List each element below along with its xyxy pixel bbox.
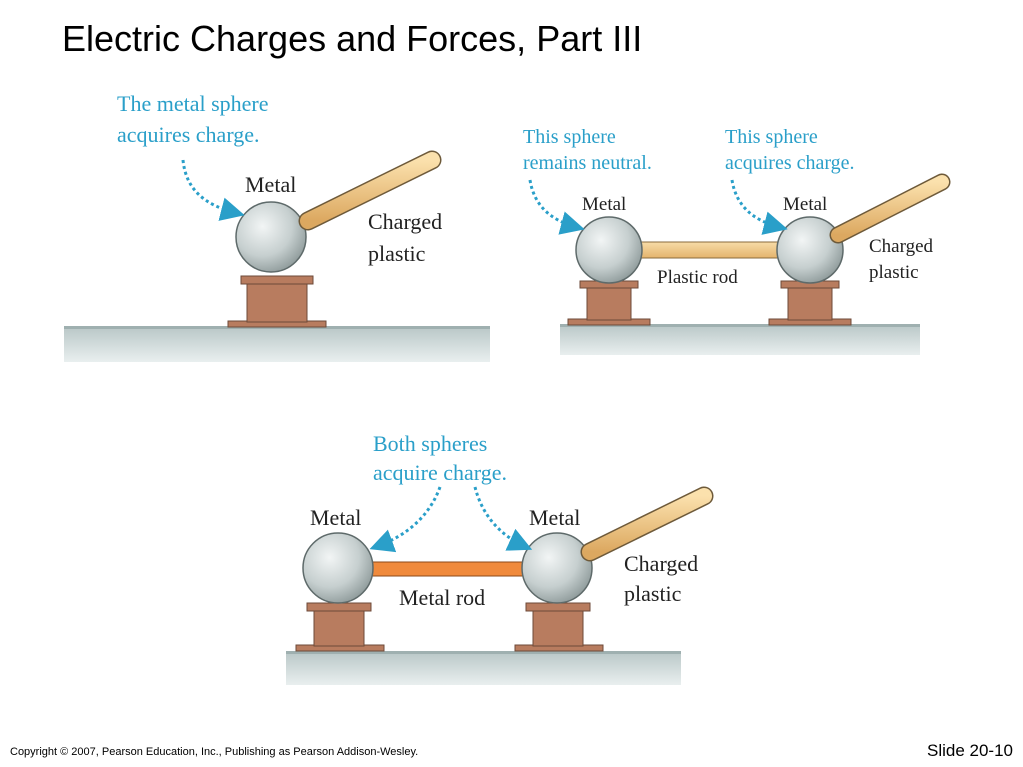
charged-plastic-label-line2: plastic xyxy=(624,581,682,606)
left-stand xyxy=(295,602,385,652)
stand xyxy=(227,275,327,328)
panel-1: The metal sphere acquires charge. Metal … xyxy=(64,91,490,362)
charged-plastic-label-line1: Charged xyxy=(624,551,698,576)
right-metal-sphere xyxy=(521,532,593,604)
charged-plastic-label-line1: Charged xyxy=(869,236,934,257)
slide-number: Slide 20-10 xyxy=(926,741,1013,760)
left-metal-label: Metal xyxy=(310,505,361,530)
ground xyxy=(64,326,490,362)
annotation-line2: acquire charge. xyxy=(373,460,507,485)
metal-label: Metal xyxy=(245,172,296,197)
annotation-text-line1: The metal sphere xyxy=(117,91,269,116)
right-stand xyxy=(514,602,604,652)
metal-sphere xyxy=(235,201,307,273)
right-annotation-arrow xyxy=(473,486,533,551)
right-stand xyxy=(768,280,852,326)
left-stand xyxy=(567,280,651,326)
right-annotation-line2: acquires charge. xyxy=(725,152,855,174)
ground xyxy=(560,324,920,355)
left-annotation-line1: This sphere xyxy=(523,126,616,148)
plastic-rod xyxy=(635,241,783,259)
panel-2: This sphere remains neutral. This sphere… xyxy=(523,126,951,355)
left-annotation-line2: remains neutral. xyxy=(523,152,652,174)
charged-plastic-rod xyxy=(298,150,442,231)
left-metal-sphere xyxy=(575,216,643,284)
right-annotation-line1: This sphere xyxy=(725,126,818,148)
plastic-rod-label: Plastic rod xyxy=(657,267,738,288)
metal-rod xyxy=(369,561,531,577)
copyright-footer: Copyright © 2007, Pearson Education, Inc… xyxy=(10,746,419,758)
panel-3: Both spheres acquire charge. Metal Metal… xyxy=(286,431,714,685)
left-metal-sphere xyxy=(302,532,374,604)
charged-plastic-rod xyxy=(829,173,951,244)
right-metal-label: Metal xyxy=(783,194,827,215)
left-annotation-arrow xyxy=(369,486,442,553)
annotation-arrow xyxy=(181,159,245,221)
annotation-text-line2: acquires charge. xyxy=(117,122,260,147)
right-metal-label: Metal xyxy=(529,505,580,530)
ground-edge xyxy=(286,651,681,654)
ground-edge xyxy=(560,324,920,327)
charged-plastic-rod xyxy=(580,486,714,562)
left-annotation-arrow xyxy=(528,179,585,235)
ground xyxy=(286,651,681,685)
left-metal-label: Metal xyxy=(582,194,626,215)
charged-plastic-label-line2: plastic xyxy=(368,241,426,266)
metal-rod-label: Metal rod xyxy=(399,585,485,610)
right-annotation-arrow xyxy=(730,179,788,235)
right-metal-sphere xyxy=(776,216,844,284)
annotation-line1: Both spheres xyxy=(373,431,487,456)
slide-title: Electric Charges and Forces, Part III xyxy=(62,18,643,59)
charged-plastic-label-line2: plastic xyxy=(869,262,919,283)
charged-plastic-label-line1: Charged xyxy=(368,209,442,234)
